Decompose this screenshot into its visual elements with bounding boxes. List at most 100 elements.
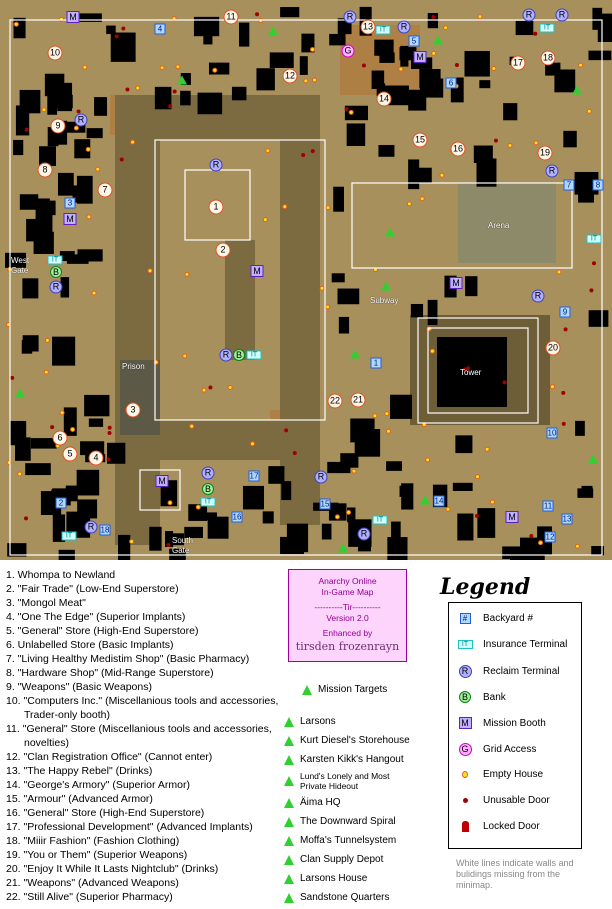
backyard-marker[interactable]: 7 [563, 179, 575, 191]
location-marker-2[interactable]: 2 [215, 242, 231, 258]
unusable-door [493, 138, 498, 143]
subway-label[interactable]: Subway [370, 296, 399, 305]
backyard-marker[interactable]: 17 [248, 470, 260, 482]
reclaim-terminal-icon[interactable]: R [49, 280, 63, 294]
mission-booth-icon[interactable]: M [66, 11, 80, 23]
location-marker-8[interactable]: 8 [37, 162, 53, 178]
location-marker-18[interactable]: 18 [540, 50, 556, 66]
mission-target-icon [284, 835, 294, 846]
insurance-terminal-icon[interactable]: IT [586, 234, 602, 244]
location-marker-17[interactable]: 17 [510, 55, 526, 71]
insurance-terminal-icon[interactable]: IT [61, 531, 77, 541]
location-marker-20[interactable]: 20 [545, 340, 561, 356]
backyard-marker[interactable]: 4 [154, 23, 166, 35]
location-marker-1[interactable]: 1 [208, 199, 224, 215]
reclaim-terminal-icon[interactable]: R [314, 470, 328, 484]
prison-label[interactable]: Prison [122, 362, 145, 371]
backyard-marker[interactable]: 9 [559, 306, 571, 318]
location-marker-6[interactable]: 6 [52, 430, 68, 446]
mission-booth-icon[interactable]: M [63, 213, 77, 225]
empty-house [135, 85, 141, 91]
reclaim-terminal-icon[interactable]: R [397, 20, 411, 34]
grid-access-icon[interactable]: G [341, 44, 355, 58]
empty-house [91, 290, 97, 296]
mission-target-icon[interactable] [268, 26, 278, 36]
location-marker-7[interactable]: 7 [97, 182, 113, 198]
insurance-terminal-icon[interactable]: IT [539, 23, 555, 33]
location-list-item: 18. "Miiir Fashion" (Fashion Clothing) [6, 835, 180, 847]
backyard-marker[interactable]: 13 [561, 513, 573, 525]
arena-label[interactable]: Arena [488, 221, 510, 230]
reclaim-terminal-icon[interactable]: R [531, 289, 545, 303]
backyard-marker[interactable]: 16 [231, 511, 243, 523]
insurance-terminal-icon[interactable]: IT [200, 497, 216, 507]
backyard-marker[interactable]: 10 [546, 427, 558, 439]
mission-target-icon[interactable] [15, 388, 25, 398]
reclaim-terminal-icon[interactable]: R [555, 8, 569, 22]
doors-and-houses [6, 12, 601, 549]
reclaim-terminal-icon[interactable]: R [84, 520, 98, 534]
backyard-marker[interactable]: 3 [64, 197, 76, 209]
location-marker-16[interactable]: 16 [450, 141, 466, 157]
location-marker-13[interactable]: 13 [360, 19, 376, 35]
reclaim-terminal-icon[interactable]: R [545, 164, 559, 178]
backyard-marker[interactable]: 11 [542, 500, 554, 512]
empty-house [348, 109, 354, 115]
insurance-terminal-icon[interactable]: IT [246, 350, 262, 360]
location-list-item: 2. "Fair Trade" (Low-End Superstore) [6, 583, 179, 595]
mission-target-icon[interactable] [420, 495, 430, 505]
backyard-marker[interactable]: 1 [370, 357, 382, 369]
mission-target-icon[interactable] [572, 85, 582, 95]
location-marker-11[interactable]: 11 [223, 9, 239, 25]
mission-booth-icon[interactable]: M [155, 475, 169, 487]
location-marker-21[interactable]: 21 [350, 392, 366, 408]
backyard-marker[interactable]: 12 [544, 531, 556, 543]
reclaim-terminal-icon[interactable]: R [522, 8, 536, 22]
mission-booth-icon[interactable]: M [250, 265, 264, 277]
location-marker-15[interactable]: 15 [412, 132, 428, 148]
location-marker-14[interactable]: 14 [376, 91, 392, 107]
reclaim-terminal-icon[interactable]: R [201, 466, 215, 480]
mission-target-icon[interactable] [433, 35, 443, 45]
building [66, 254, 89, 264]
mission-target-icon[interactable] [177, 75, 187, 85]
mission-target-icon[interactable] [588, 454, 598, 464]
location-marker-22[interactable]: 22 [327, 393, 343, 409]
tower-label[interactable]: Tower [460, 368, 482, 377]
location-marker-9[interactable]: 9 [50, 118, 66, 134]
backyard-marker[interactable]: 18 [99, 524, 111, 536]
reclaim-terminal-icon[interactable]: R [74, 113, 88, 127]
mission-booth-icon[interactable]: M [449, 277, 463, 289]
backyard-marker[interactable]: 14 [433, 495, 445, 507]
reclaim-terminal-icon[interactable]: R [219, 348, 233, 362]
location-marker-10[interactable]: 10 [47, 45, 63, 61]
mission-target-icon[interactable] [350, 349, 360, 359]
backyard-marker[interactable]: 6 [445, 77, 457, 89]
insurance-terminal-icon[interactable]: IT [375, 25, 391, 35]
bank-icon[interactable]: B [233, 349, 245, 361]
backyard-marker[interactable]: 2 [55, 497, 67, 509]
mission-booth-icon[interactable]: M [413, 51, 427, 63]
mission-target-icon[interactable] [338, 543, 348, 553]
reclaim-terminal-icon[interactable]: R [343, 10, 357, 24]
building [457, 513, 474, 541]
backyard-marker[interactable]: 5 [408, 35, 420, 47]
reclaim-terminal-icon[interactable]: R [209, 158, 223, 172]
location-marker-19[interactable]: 19 [537, 145, 553, 161]
mission-target-icon[interactable] [381, 281, 391, 291]
location-marker-12[interactable]: 12 [282, 68, 298, 84]
backyard-marker[interactable]: 8 [592, 179, 604, 191]
location-marker-3[interactable]: 3 [125, 402, 141, 418]
backyard-marker[interactable]: 15 [319, 498, 331, 510]
insurance-terminal-icon[interactable]: IT [47, 255, 63, 265]
bank-icon[interactable]: B [202, 483, 214, 495]
location-marker-5[interactable]: 5 [62, 446, 78, 462]
insurance-terminal-icon[interactable]: IT [372, 515, 388, 525]
mission-booth-icon[interactable]: M [505, 511, 519, 523]
mission-target-icon[interactable] [385, 227, 395, 237]
reclaim-terminal-icon[interactable]: R [357, 527, 371, 541]
location-marker-4[interactable]: 4 [88, 450, 104, 466]
bank-icon[interactable]: B [50, 266, 62, 278]
